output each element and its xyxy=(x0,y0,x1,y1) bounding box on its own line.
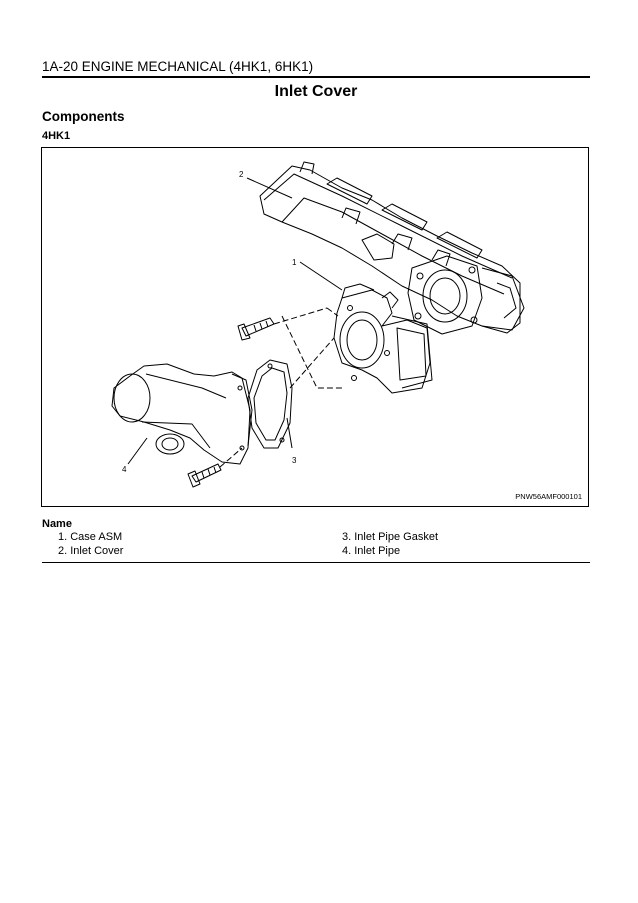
name-heading: Name xyxy=(42,518,72,530)
list-item: 1. Case ASM xyxy=(58,531,123,543)
inlet-cover-drawing xyxy=(259,161,525,335)
list-item: 2. Inlet Cover xyxy=(58,545,124,557)
section-heading: Components xyxy=(42,109,125,124)
callout-3: 3 xyxy=(292,456,297,465)
bottom-rule xyxy=(42,562,590,563)
leader-line-1 xyxy=(299,261,343,291)
leader-line-2 xyxy=(246,177,293,199)
alignment-lines xyxy=(219,307,342,468)
callout-2: 2 xyxy=(239,170,244,179)
bolt-lower-drawing xyxy=(187,463,222,488)
callout-1: 1 xyxy=(292,258,297,267)
bolt-upper-drawing xyxy=(237,317,275,341)
list-item: 3. Inlet Pipe Gasket xyxy=(342,531,438,543)
parts-list-left: 1. Case ASM 2. Inlet Cover xyxy=(58,530,123,558)
components-figure: 2 1 3 4 PNW56AMF000101 xyxy=(41,147,589,507)
leader-line-3 xyxy=(286,417,293,449)
page-header: 1A-20 ENGINE MECHANICAL (4HK1, 6HK1) xyxy=(42,59,314,74)
inlet-pipe-drawing xyxy=(111,363,253,465)
exploded-view-illustration: 2 1 3 4 xyxy=(111,161,525,488)
case-asm-drawing xyxy=(333,283,433,394)
callout-4: 4 xyxy=(122,465,127,474)
figure-code: PNW56AMF000101 xyxy=(515,492,582,501)
list-item: 4. Inlet Pipe xyxy=(342,545,401,557)
parts-list-right: 3. Inlet Pipe Gasket 4. Inlet Pipe xyxy=(342,530,438,558)
leader-line-4 xyxy=(127,437,148,465)
model-subheading: 4HK1 xyxy=(42,130,71,142)
inlet-pipe-gasket-drawing xyxy=(247,359,293,449)
header-rule xyxy=(42,76,590,78)
page-title: Inlet Cover xyxy=(274,83,358,100)
